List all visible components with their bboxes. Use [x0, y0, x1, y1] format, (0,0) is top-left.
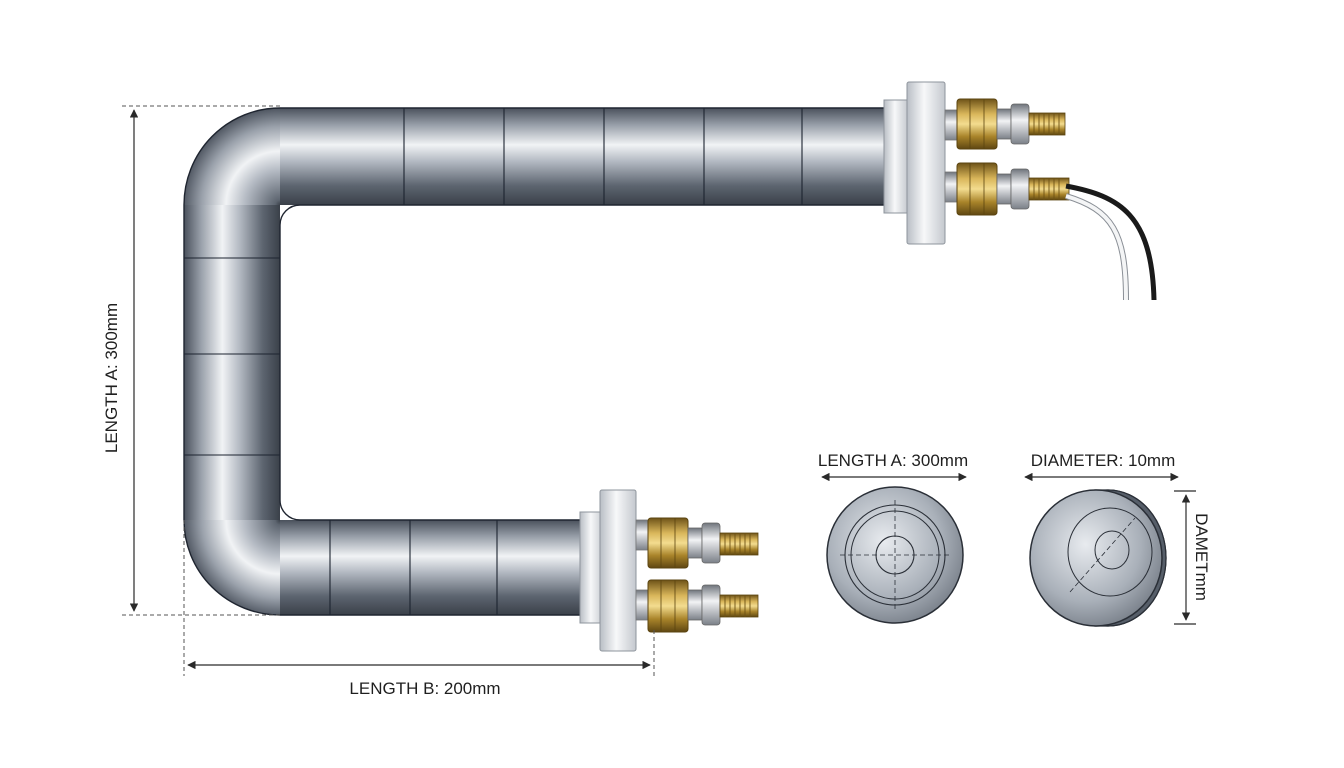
cross-section-front: LENGTH A: 300mm	[818, 451, 968, 624]
section-disc-outer	[826, 486, 964, 624]
tube-top-segment	[280, 108, 890, 205]
length-a-vertical-label: LENGTH A: 300mm	[102, 303, 121, 453]
black-lead-wire	[1065, 183, 1157, 301]
dimension-length-b: LENGTH B: 200mm	[183, 520, 655, 698]
heater-tube	[183, 107, 890, 616]
bottom-lower-terminal	[647, 579, 759, 633]
cross-section-perspective: DIAMETER: 10mm DAMETmm	[1024, 451, 1211, 627]
top-terminal-assembly	[883, 81, 1157, 301]
top-upper-terminal	[956, 98, 1066, 150]
length-b-label: LENGTH B: 200mm	[349, 679, 500, 698]
diameter-side-label: DAMETmm	[1192, 513, 1211, 601]
bottom-flange-plate	[599, 489, 637, 652]
top-lower-terminal	[956, 162, 1070, 216]
white-lead-wire	[1065, 194, 1128, 301]
bottom-upper-terminal	[647, 517, 759, 569]
dimension-length-a-vertical: LENGTH A: 300mm	[102, 105, 282, 616]
tube-bottom-segment	[280, 520, 590, 615]
diameter-top-label: DIAMETER: 10mm	[1031, 451, 1176, 470]
top-flange-plate	[906, 81, 946, 245]
tube-seams	[184, 108, 803, 615]
top-flange-ring	[883, 99, 909, 214]
tube-bottom-bend	[184, 520, 280, 615]
bottom-terminal-assembly	[579, 489, 759, 652]
tube-top-bend	[184, 108, 280, 205]
tube-vertical-segment	[184, 205, 280, 520]
section-length-a-label: LENGTH A: 300mm	[818, 451, 968, 470]
